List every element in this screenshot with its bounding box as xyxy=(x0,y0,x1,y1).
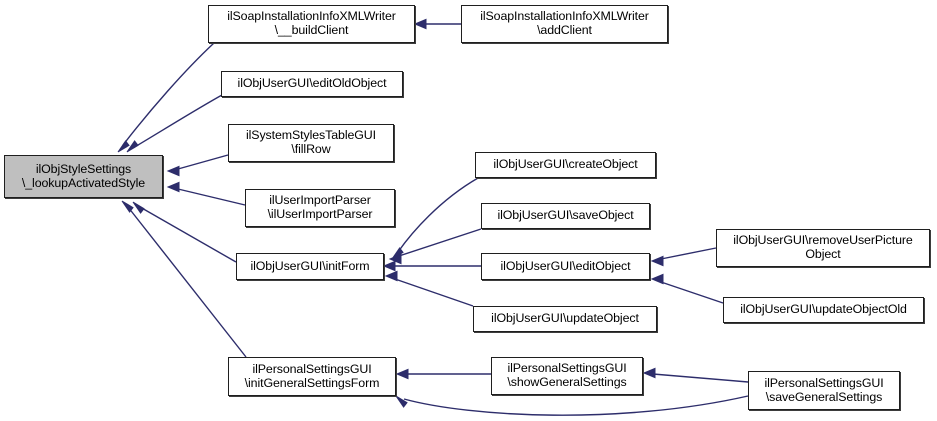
graph-edge xyxy=(395,395,749,416)
graph-node-label: ilObjUserGUI\createObject xyxy=(493,157,638,172)
graph-node-removeUserPictureObject[interactable]: ilObjUserGUI\removeUserPicture Object xyxy=(716,229,930,267)
graph-node-initGeneralSettingsForm[interactable]: ilPersonalSettingsGUI \initGeneralSettin… xyxy=(228,357,396,396)
graph-node-label: ilSystemStylesTableGUI \fillRow xyxy=(245,128,376,156)
graph-node-createObject[interactable]: ilObjUserGUI\createObject xyxy=(475,152,656,178)
graph-edge xyxy=(132,201,237,263)
graph-node-ilUserImportParser[interactable]: ilUserImportParser \ilUserImportParser xyxy=(245,189,395,227)
graph-node-saveGeneralSettings[interactable]: ilPersonalSettingsGUI \saveGeneralSettin… xyxy=(748,371,900,410)
graph-edge xyxy=(391,177,479,260)
graph-node-label: ilPersonalSettingsGUI \initGeneralSettin… xyxy=(244,361,380,390)
graph-edge xyxy=(121,200,247,358)
graph-node-updateObjectOld[interactable]: ilObjUserGUI\updateObjectOld xyxy=(723,297,924,323)
graph-node-label: ilObjUserGUI\updateObjectOld xyxy=(740,302,907,317)
graph-node-label: ilObjUserGUI\editOldObject xyxy=(237,76,387,91)
graph-node-label: ilObjUserGUI\editObject xyxy=(500,258,631,273)
graph-node-label: ilPersonalSettingsGUI \saveGeneralSettin… xyxy=(764,375,884,404)
graph-node-label: ilObjUserGUI\removeUserPicture Object xyxy=(733,233,913,261)
graph-edge xyxy=(384,270,474,307)
graph-edge xyxy=(395,368,491,380)
graph-node-editObject[interactable]: ilObjUserGUI\editObject xyxy=(481,253,650,280)
graph-node-lookupActivatedStyle[interactable]: ilObjStyleSettings \_lookupActivatedStyl… xyxy=(4,155,163,198)
graph-node-addClient[interactable]: ilSoapInstallationInfoXMLWriter \addClie… xyxy=(461,5,668,43)
graph-node-label: ilObjStyleSettings \_lookupActivatedStyl… xyxy=(21,161,146,190)
graph-node-updateObject[interactable]: ilObjUserGUI\updateObject xyxy=(473,306,657,332)
graph-node-label: ilUserImportParser \ilUserImportParser xyxy=(267,193,373,221)
graph-node-showGeneralSettings[interactable]: ilPersonalSettingsGUI \showGeneralSettin… xyxy=(491,357,643,395)
graph-node-label: ilSoapInstallationInfoXMLWriter \addClie… xyxy=(480,9,649,37)
graph-edge xyxy=(642,367,749,383)
graph-edge xyxy=(650,273,724,304)
graph-node-fillRow[interactable]: ilSystemStylesTableGUI \fillRow xyxy=(228,124,394,162)
graph-edge xyxy=(650,247,717,267)
graph-node-label: ilObjUserGUI\saveObject xyxy=(497,208,634,223)
graph-node-initForm[interactable]: ilObjUserGUI\initForm xyxy=(236,253,384,280)
graph-edge xyxy=(126,94,223,153)
graph-edge xyxy=(388,228,482,265)
graph-edge xyxy=(166,154,229,177)
graph-node-editOldObject[interactable]: ilObjUserGUI\editOldObject xyxy=(221,71,403,97)
graph-node-saveObject[interactable]: ilObjUserGUI\saveObject xyxy=(481,203,650,229)
graph-edge xyxy=(117,42,215,153)
graph-edge xyxy=(166,181,246,206)
graph-node-buildClient[interactable]: ilSoapInstallationInfoXMLWriter \__build… xyxy=(208,5,415,43)
graph-edge xyxy=(382,260,481,272)
graph-node-label: ilObjUserGUI\updateObject xyxy=(491,311,639,326)
graph-node-label: ilSoapInstallationInfoXMLWriter \__build… xyxy=(227,9,396,37)
graph-node-label: ilPersonalSettingsGUI \showGeneralSettin… xyxy=(507,361,627,389)
graph-node-label: ilObjUserGUI\initForm xyxy=(250,258,370,273)
graph-edge xyxy=(413,18,461,30)
